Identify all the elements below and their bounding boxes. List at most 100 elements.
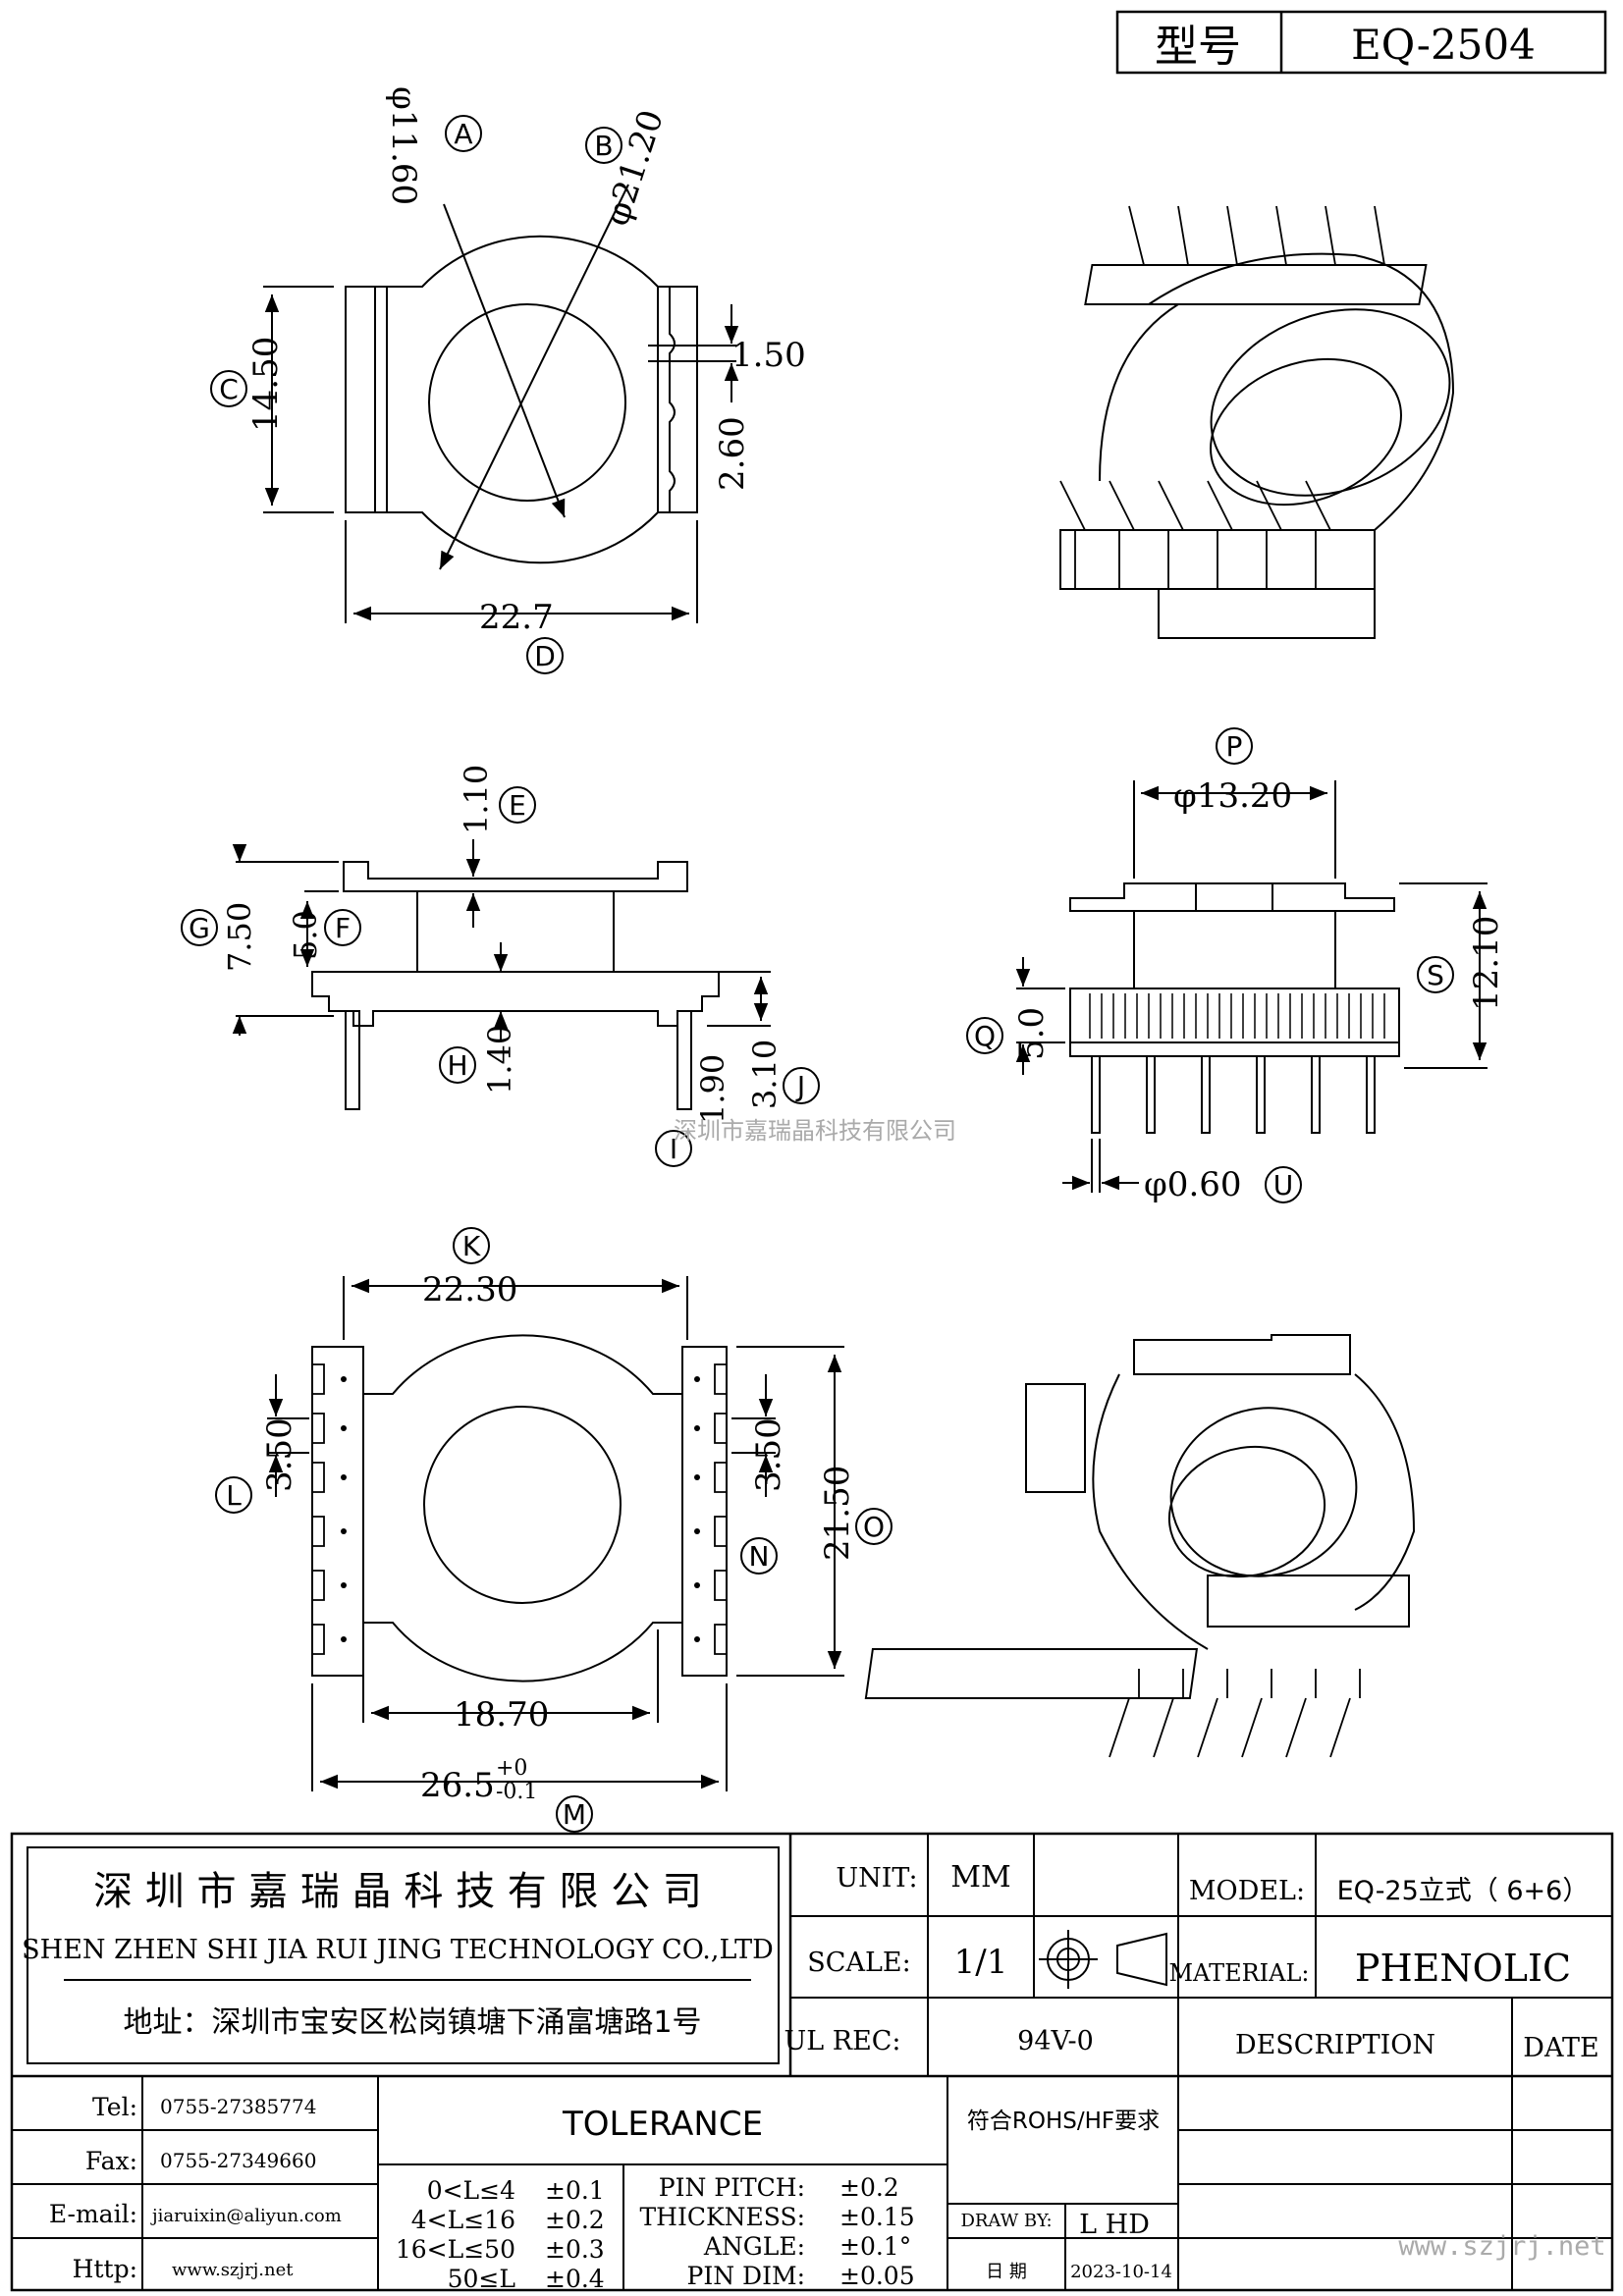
side-view-dimension-text: 1.10 7.50 5.0 1.40 1.90 3.10 bbox=[221, 765, 784, 1124]
marker-k: K bbox=[462, 1230, 481, 1262]
dim-o-value: 21.50 bbox=[818, 1466, 857, 1561]
tol-item-3-name: PIN DIM: bbox=[687, 2262, 805, 2290]
bottom-view bbox=[267, 1276, 844, 1791]
ul-label: UL REC: bbox=[784, 2026, 900, 2056]
tol-value-0: ±0.1 bbox=[545, 2176, 605, 2205]
dim-q-value: 5.0 bbox=[1012, 1007, 1052, 1060]
dim-e-value: 1.10 bbox=[458, 765, 495, 834]
front-view-dimension-text: φ13.20 12.10 5.0 φ0.60 bbox=[1012, 776, 1506, 1204]
bottom-view-markers: K L M N O bbox=[215, 1227, 893, 1833]
dim-p-value: φ13.20 bbox=[1173, 776, 1292, 816]
dim-n-value: 3.50 bbox=[749, 1417, 788, 1492]
contact-tel-label: Tel: bbox=[92, 2093, 137, 2121]
scale-value: 1/1 bbox=[954, 1943, 1008, 1982]
title-block bbox=[10, 1832, 1614, 2292]
dim-slot-pitch: 2.60 bbox=[713, 416, 752, 491]
model-label: MODEL: bbox=[1189, 1876, 1305, 1906]
tol-item-1-name: THICKNESS: bbox=[639, 2203, 805, 2231]
tolerance-table: TOLERANCE 0<L≤4 ±0.1 4<L≤16 ±0.2 16<L≤50… bbox=[396, 2105, 915, 2293]
model-header-box: 型号 EQ-2504 bbox=[1115, 10, 1607, 75]
isometric-view-bottom bbox=[864, 1334, 1416, 1758]
date-cn-label: 日 期 bbox=[986, 2262, 1027, 2282]
front-view bbox=[1015, 780, 1488, 1193]
marker-p: P bbox=[1226, 730, 1243, 763]
draw-by-value: L HD bbox=[1079, 2210, 1150, 2240]
tol-range-1: 4<L≤16 bbox=[411, 2206, 515, 2234]
company-watermark: 深圳市嘉瑞晶科技有限公司 bbox=[674, 1117, 956, 1145]
tol-item-0-value: ±0.2 bbox=[839, 2173, 899, 2202]
model-header-label: 型号 bbox=[1155, 22, 1241, 72]
contact-table: Tel: 0755-27385774 Fax: 0755-27349660 E-… bbox=[49, 2093, 342, 2283]
marker-j: J bbox=[795, 1070, 805, 1102]
scale-label: SCALE: bbox=[807, 1948, 910, 1978]
marker-g: G bbox=[189, 912, 210, 944]
material-value: PHENOLIC bbox=[1355, 1947, 1571, 1990]
dim-inner-width: 18.70 bbox=[454, 1695, 549, 1735]
company-info: 深 圳 市 嘉 瑞 晶 科 技 有 限 公 司 SHEN ZHEN SHI JI… bbox=[22, 1869, 774, 2040]
marker-n: N bbox=[749, 1540, 770, 1573]
contact-email-value: jiaruixin@aliyun.com bbox=[150, 2206, 342, 2226]
dim-f-value: 5.0 bbox=[287, 910, 324, 960]
dim-g-value: 7.50 bbox=[221, 902, 258, 972]
dim-h-value: 1.40 bbox=[481, 1025, 518, 1095]
marker-f: F bbox=[335, 912, 351, 944]
dim-m-tol-lower: -0.1 bbox=[496, 1780, 537, 1804]
model-value: EQ-25立式（ 6+6） bbox=[1337, 1876, 1590, 1906]
side-view-markers: E F G H I J bbox=[181, 786, 820, 1167]
marker-q: Q bbox=[974, 1020, 996, 1052]
dim-s-value: 12.10 bbox=[1467, 916, 1506, 1011]
tolerance-symbol bbox=[1039, 1930, 1167, 1989]
ul-value: 94V-0 bbox=[1017, 2026, 1094, 2056]
dim-c-value: 14.50 bbox=[246, 337, 286, 432]
isometric-view-top bbox=[1059, 205, 1455, 639]
unit-label: UNIT: bbox=[836, 1863, 917, 1894]
tol-range-2: 16<L≤50 bbox=[396, 2235, 515, 2264]
contact-tel-value: 0755-27385774 bbox=[160, 2095, 316, 2118]
company-name-en: SHEN ZHEN SHI JIA RUI JING TECHNOLOGY CO… bbox=[22, 1935, 774, 1965]
front-view-markers: P S Q U bbox=[966, 727, 1454, 1203]
dim-u-value: φ0.60 bbox=[1144, 1165, 1242, 1204]
dim-slot-width: 1.50 bbox=[731, 336, 806, 375]
marker-l: L bbox=[226, 1479, 242, 1512]
marker-s: S bbox=[1427, 959, 1444, 991]
tol-value-3: ±0.4 bbox=[545, 2265, 605, 2293]
dim-l-value: 3.50 bbox=[260, 1417, 299, 1492]
dim-a-value: φ11.60 bbox=[384, 86, 423, 205]
contact-email-label: E-mail: bbox=[49, 2200, 137, 2228]
marker-c: C bbox=[219, 373, 239, 405]
marker-b: B bbox=[594, 130, 613, 162]
material-label: MATERIAL: bbox=[1168, 1959, 1309, 1987]
description-label: DESCRIPTION bbox=[1235, 2030, 1435, 2060]
website-watermark: www.szjrj.net bbox=[1398, 2231, 1605, 2262]
unit-value: MM bbox=[950, 1860, 1010, 1895]
date-header-label: DATE bbox=[1523, 2033, 1598, 2063]
dim-i-value: 1.90 bbox=[694, 1054, 731, 1124]
company-address: 地址：深圳市宝安区松岗镇塘下涌富塘路1号 bbox=[123, 2005, 701, 2040]
marker-e: E bbox=[509, 789, 526, 822]
contact-http-value: www.szjrj.net bbox=[172, 2260, 294, 2280]
marker-a: A bbox=[454, 118, 472, 150]
title-block-fields: UNIT: MM SCALE: 1/1 UL REC: 94V-0 MODEL:… bbox=[784, 1860, 1605, 2282]
tol-value-2: ±0.3 bbox=[545, 2235, 605, 2264]
tol-range-3: 50≤L bbox=[448, 2265, 515, 2293]
model-header-value: EQ-2504 bbox=[1351, 21, 1536, 69]
date-value: 2023-10-14 bbox=[1070, 2262, 1172, 2282]
tol-item-0-name: PIN PITCH: bbox=[659, 2173, 805, 2202]
top-view bbox=[263, 184, 739, 623]
dim-b-value: φ21.20 bbox=[598, 105, 672, 231]
dim-m-value: 26.5 bbox=[420, 1766, 495, 1805]
contact-http-label: Http: bbox=[73, 2255, 137, 2283]
company-name-cn: 深 圳 市 嘉 瑞 晶 科 技 有 限 公 司 bbox=[93, 1869, 702, 1914]
contact-fax-label: Fax: bbox=[85, 2147, 137, 2175]
marker-i: I bbox=[670, 1133, 677, 1165]
marker-o: O bbox=[863, 1511, 885, 1543]
bottom-view-dimension-text: 22.30 3.50 3.50 21.50 18.70 26.5 +0 -0.1 bbox=[260, 1270, 857, 1805]
marker-h: H bbox=[447, 1049, 467, 1082]
dim-m-tol-upper: +0 bbox=[496, 1756, 527, 1781]
tol-range-0: 0<L≤4 bbox=[427, 2176, 515, 2205]
contact-fax-value: 0755-27349660 bbox=[160, 2149, 316, 2172]
tol-item-1-value: ±0.15 bbox=[839, 2203, 915, 2231]
marker-m: M bbox=[563, 1798, 586, 1831]
dim-d-value: 22.7 bbox=[479, 598, 554, 637]
